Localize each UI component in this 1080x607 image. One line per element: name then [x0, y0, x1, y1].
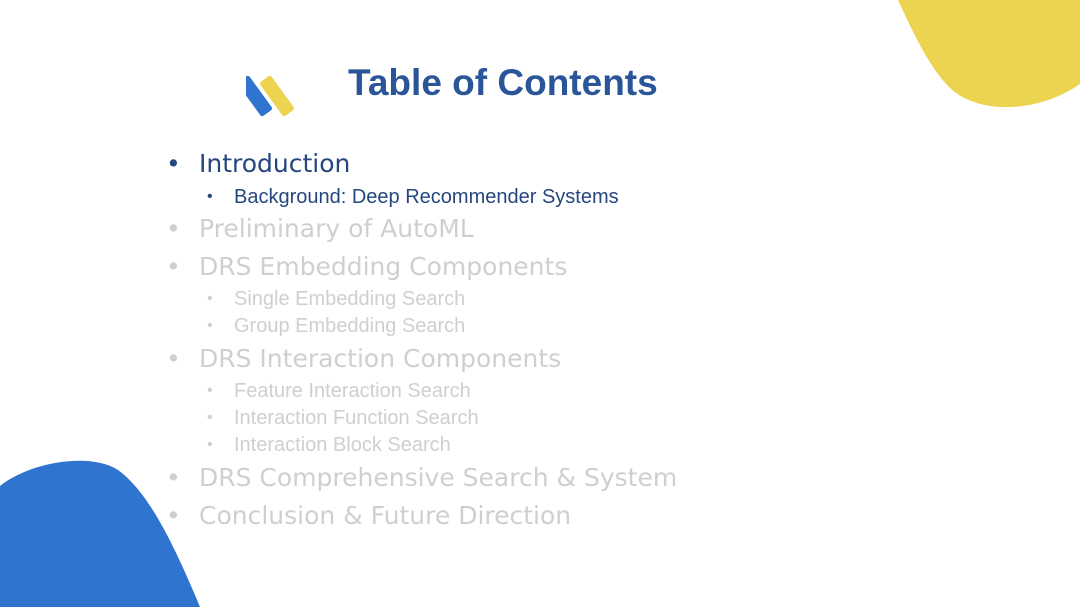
- toc-item-label: Feature Interaction Search: [234, 380, 471, 402]
- toc-item-label: Single Embedding Search: [234, 288, 466, 310]
- bullet-icon: •: [166, 149, 181, 178]
- yellow-corner-blob: [898, 0, 1080, 108]
- toc-item-label: Interaction Function Search: [234, 407, 479, 429]
- bullet-icon: •: [166, 344, 181, 373]
- toc-item-label: Background: Deep Recommender Systems: [234, 186, 619, 208]
- two-slanted-bars-logo: [246, 75, 295, 116]
- toc-item-label: Interaction Block Search: [234, 434, 451, 456]
- slide-title: Table of Contents: [348, 62, 658, 103]
- bullet-icon: •: [166, 252, 181, 281]
- bullet-icon: •: [207, 409, 213, 426]
- bullet-icon: •: [207, 436, 213, 453]
- toc-item-label: DRS Embedding Components: [199, 252, 568, 281]
- bullet-icon: •: [207, 188, 213, 205]
- blue-corner-blob: [0, 460, 200, 607]
- bullet-icon: •: [166, 463, 181, 492]
- toc-item-label: Preliminary of AutoML: [199, 214, 474, 243]
- toc-item-label: Introduction: [199, 149, 351, 178]
- toc-item-label: DRS Interaction Components: [199, 344, 562, 373]
- toc-item-label: Group Embedding Search: [234, 315, 466, 337]
- bullet-icon: •: [207, 290, 213, 307]
- toc-item-label: Conclusion & Future Direction: [199, 501, 572, 530]
- bullet-icon: •: [207, 382, 213, 399]
- toc-item-label: DRS Comprehensive Search & System: [199, 463, 678, 492]
- bullet-icon: •: [166, 501, 181, 530]
- bullet-icon: •: [166, 214, 181, 243]
- bullet-icon: •: [207, 317, 213, 334]
